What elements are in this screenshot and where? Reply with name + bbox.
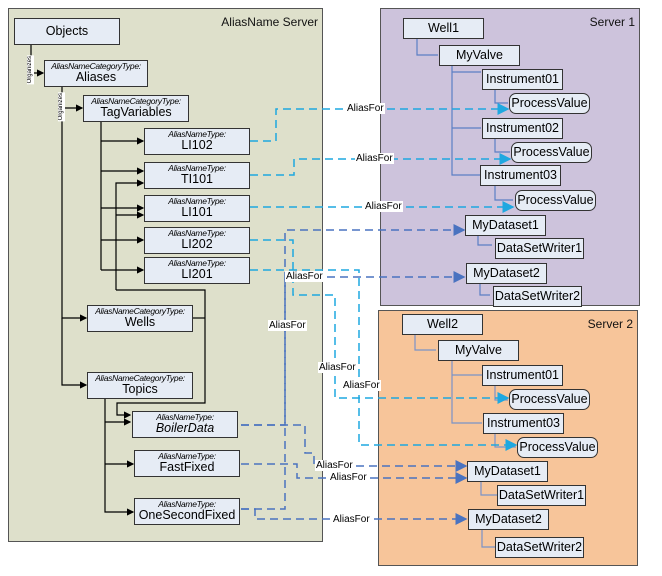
node-name: OneSecondFixed bbox=[138, 508, 236, 523]
node-wells[interactable]: AliasNameCategoryType: Wells bbox=[87, 305, 193, 332]
node-type: AliasNameType: bbox=[168, 128, 226, 139]
alias-for-label: AliasFor bbox=[346, 103, 385, 114]
node-type: AliasNameCategoryType: bbox=[95, 372, 185, 383]
node-name: MyDataset2 bbox=[475, 511, 542, 526]
s2-datasetwriter1[interactable]: DataSetWriter1 bbox=[497, 485, 586, 506]
s2-instrument03[interactable]: Instrument03 bbox=[483, 413, 564, 434]
s1-well1[interactable]: Well1 bbox=[403, 18, 484, 39]
node-name: MyDataset1 bbox=[474, 463, 541, 478]
node-type: AliasNameCategoryType: bbox=[51, 60, 141, 71]
alias-for-label: AliasFor bbox=[329, 472, 368, 483]
node-name: BoilerData bbox=[155, 421, 215, 436]
node-name: MyDataset2 bbox=[473, 265, 540, 280]
organizes-label: Organizes bbox=[58, 92, 65, 122]
node-objects[interactable]: Objects bbox=[14, 18, 120, 45]
node-name: FastFixed bbox=[159, 460, 215, 475]
node-name: TagVariables bbox=[100, 105, 172, 120]
alias-for-label: AliasFor bbox=[355, 153, 394, 164]
s1-datasetwriter1[interactable]: DataSetWriter1 bbox=[495, 238, 584, 259]
node-name: LI101 bbox=[181, 205, 213, 220]
node-name: Instrument03 bbox=[487, 415, 560, 430]
node-boiler-data[interactable]: AliasNameType: BoilerData bbox=[132, 411, 238, 438]
node-type: AliasNameType: bbox=[158, 498, 216, 509]
s2-well2[interactable]: Well2 bbox=[402, 314, 483, 335]
node-type: AliasNameType: bbox=[168, 162, 226, 173]
node-name: LI201 bbox=[181, 267, 213, 282]
node-type: AliasNameType: bbox=[168, 195, 226, 206]
node-name: Instrument01 bbox=[486, 367, 559, 382]
s1-processvalue3[interactable]: ProcessValue bbox=[515, 190, 596, 211]
node-tag-variables[interactable]: AliasNameCategoryType: TagVariables bbox=[83, 95, 189, 122]
node-name: LI102 bbox=[181, 138, 213, 153]
s1-mydataset1[interactable]: MyDataset1 bbox=[465, 215, 546, 236]
node-name: DataSetWriter2 bbox=[494, 288, 581, 303]
s1-processvalue1[interactable]: ProcessValue bbox=[509, 93, 590, 114]
node-type: AliasNameType: bbox=[168, 257, 226, 268]
alias-name-server-title: AliasName Server bbox=[221, 15, 318, 29]
s2-myvalve[interactable]: MyValve bbox=[438, 340, 519, 361]
node-topics[interactable]: AliasNameCategoryType: Topics bbox=[87, 372, 193, 399]
alias-for-label: AliasFor bbox=[364, 201, 403, 212]
node-li201[interactable]: AliasNameType: LI201 bbox=[144, 257, 250, 284]
s1-mydataset2[interactable]: MyDataset2 bbox=[466, 263, 547, 284]
node-ti101[interactable]: AliasNameType: TI101 bbox=[144, 162, 250, 189]
node-name: MyValve bbox=[455, 47, 503, 62]
node-name: Aliases bbox=[75, 70, 117, 85]
node-one-second-fixed[interactable]: AliasNameType: OneSecondFixed bbox=[134, 498, 240, 525]
node-name: Topics bbox=[122, 382, 158, 397]
node-type: AliasNameType: bbox=[156, 411, 214, 422]
node-type: AliasNameType: bbox=[168, 227, 226, 238]
node-name: Objects bbox=[45, 23, 89, 38]
s2-mydataset2[interactable]: MyDataset2 bbox=[468, 509, 549, 530]
s2-datasetwriter2[interactable]: DataSetWriter2 bbox=[495, 537, 584, 558]
node-name: Instrument03 bbox=[484, 167, 557, 182]
server2-title: Server 2 bbox=[587, 317, 633, 331]
node-name: TI101 bbox=[181, 172, 213, 187]
s1-datasetwriter2[interactable]: DataSetWriter2 bbox=[493, 286, 582, 307]
node-aliases[interactable]: AliasNameCategoryType: Aliases bbox=[44, 60, 148, 87]
node-name: MyDataset1 bbox=[472, 217, 539, 232]
s1-instrument02[interactable]: Instrument02 bbox=[482, 118, 563, 139]
node-li202[interactable]: AliasNameType: LI202 bbox=[144, 227, 250, 254]
s2-processvalue3[interactable]: ProcessValue bbox=[517, 437, 598, 458]
alias-for-label: AliasFor bbox=[268, 320, 307, 331]
node-li101[interactable]: AliasNameType: LI101 bbox=[144, 195, 250, 222]
node-fast-fixed[interactable]: AliasNameType: FastFixed bbox=[134, 450, 240, 477]
node-name: DataSetWriter2 bbox=[496, 539, 583, 554]
s2-mydataset1[interactable]: MyDataset1 bbox=[467, 461, 548, 482]
node-name: ProcessValue bbox=[519, 439, 596, 454]
s1-instrument03[interactable]: Instrument03 bbox=[480, 165, 561, 186]
server1-title: Server 1 bbox=[589, 15, 635, 29]
node-name: LI202 bbox=[181, 237, 213, 252]
node-name: ProcessValue bbox=[511, 391, 588, 406]
node-name: ProcessValue bbox=[511, 95, 588, 110]
node-type: AliasNameType: bbox=[158, 450, 216, 461]
node-name: DataSetWriter1 bbox=[496, 240, 583, 255]
node-type: AliasNameCategoryType: bbox=[95, 305, 185, 316]
alias-for-label: AliasFor bbox=[285, 271, 324, 282]
node-name: DataSetWriter1 bbox=[498, 487, 585, 502]
alias-for-label: AliasFor bbox=[332, 514, 371, 525]
s2-instrument01[interactable]: Instrument01 bbox=[482, 365, 563, 386]
alias-for-label: AliasFor bbox=[315, 460, 354, 471]
node-name: Well1 bbox=[427, 20, 460, 35]
s1-instrument01[interactable]: Instrument01 bbox=[482, 69, 563, 90]
node-name: ProcessValue bbox=[517, 192, 594, 207]
s1-processvalue2[interactable]: ProcessValue bbox=[511, 142, 592, 163]
node-type: AliasNameCategoryType: bbox=[91, 95, 181, 106]
node-name: ProcessValue bbox=[513, 144, 590, 159]
alias-for-label: AliasFor bbox=[318, 362, 357, 373]
alias-for-label: AliasFor bbox=[342, 380, 381, 391]
node-name: Well2 bbox=[426, 316, 459, 331]
s2-processvalue1[interactable]: ProcessValue bbox=[509, 389, 590, 410]
organizes-label: Organizes bbox=[27, 55, 34, 85]
node-li102[interactable]: AliasNameType: LI102 bbox=[144, 128, 250, 155]
node-name: Instrument01 bbox=[486, 71, 559, 86]
node-name: MyValve bbox=[454, 342, 502, 357]
node-name: Wells bbox=[124, 315, 156, 330]
s1-myvalve[interactable]: MyValve bbox=[439, 45, 520, 66]
node-name: Instrument02 bbox=[486, 120, 559, 135]
